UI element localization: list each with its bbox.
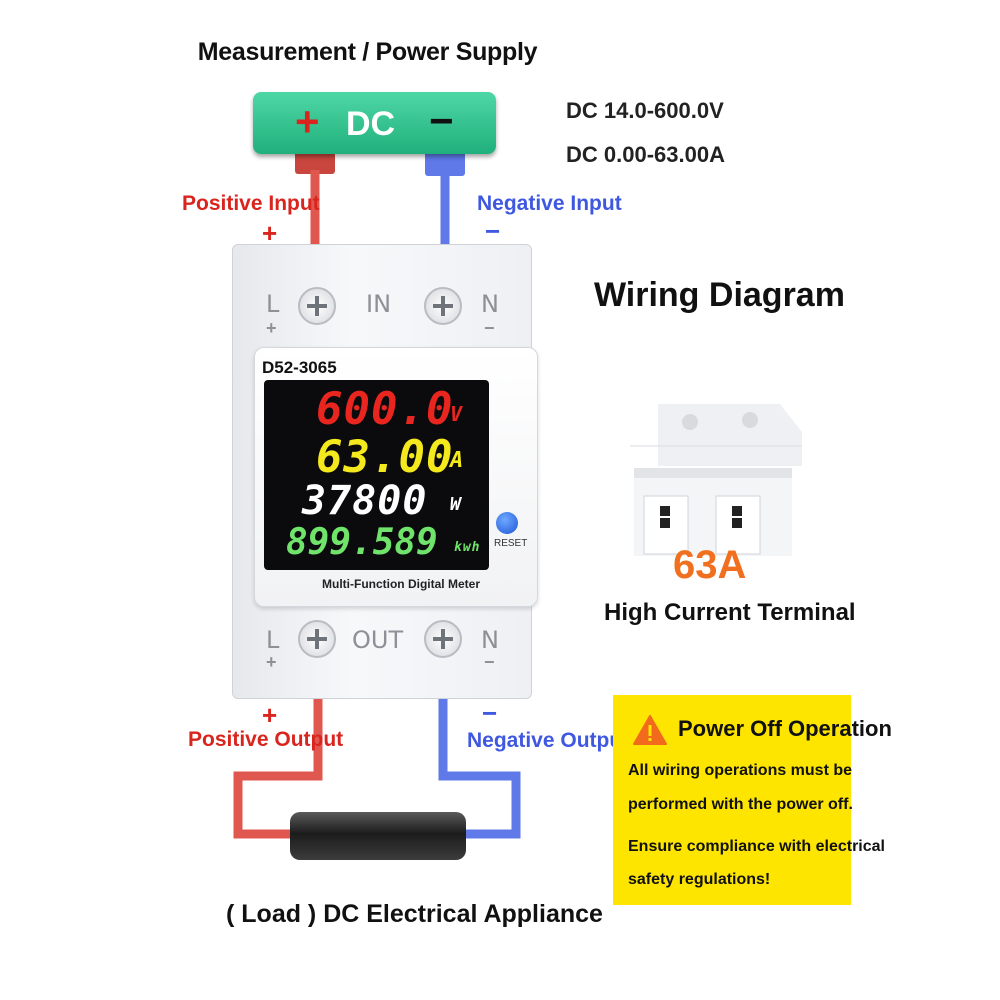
bottom-terminal-n-sign: − xyxy=(484,652,495,672)
terminal-rating: 63A xyxy=(673,543,747,587)
reset-button[interactable] xyxy=(496,512,518,534)
dc-label: DC xyxy=(346,105,396,143)
positive-input-sign: + xyxy=(262,218,278,248)
warning-title: Power Off Operation xyxy=(678,716,892,741)
warning-line-3: Ensure compliance with electrical xyxy=(628,838,885,855)
product-label: Multi-Function Digital Meter xyxy=(322,577,480,591)
negative-output-label: Negative Output xyxy=(467,729,630,752)
load-label: ( Load ) DC Electrical Appliance xyxy=(226,900,603,928)
load-appliance xyxy=(290,812,466,860)
positive-input-label: Positive Input xyxy=(182,192,320,215)
lcd-display: 600.0 V 63.00 A 37800 W 899.589 kwh xyxy=(264,380,489,570)
negative-output-sign: − xyxy=(482,698,498,728)
energy-reading: 899.589 xyxy=(286,522,438,563)
bottom-terminal-l: L xyxy=(266,626,280,654)
current-unit: A xyxy=(450,448,465,473)
current-reading: 63.00 xyxy=(316,432,454,483)
top-terminal-in: IN xyxy=(366,290,392,318)
bottom-terminal-n: N xyxy=(481,626,499,654)
bottom-terminal-out: OUT xyxy=(352,626,404,654)
bottom-right-screw-icon xyxy=(424,620,462,658)
dc-plus-sign: + xyxy=(295,98,320,145)
reset-label: RESET xyxy=(494,538,528,549)
positive-terminal-plug xyxy=(295,150,335,174)
top-terminal-l: L xyxy=(266,290,280,318)
top-terminal-n-sign: − xyxy=(484,318,495,338)
bottom-terminal-l-sign: + xyxy=(266,652,277,672)
positive-output-wire xyxy=(233,692,323,839)
positive-output-label: Positive Output xyxy=(188,728,344,751)
negative-input-label: Negative Input xyxy=(477,192,622,215)
terminal-caption: High Current Terminal xyxy=(604,599,856,626)
power-unit: W xyxy=(450,494,462,515)
warning-triangle-icon xyxy=(633,715,667,745)
positive-output-sign: + xyxy=(262,700,278,730)
dc-supply-box xyxy=(253,92,496,154)
negative-output-wire xyxy=(438,692,521,839)
high-current-terminal-image xyxy=(630,404,802,556)
top-terminal-l-sign: + xyxy=(266,318,277,338)
spec-voltage: DC 14.0-600.0V xyxy=(566,98,724,123)
negative-terminal-plug xyxy=(425,150,465,176)
voltage-unit: V xyxy=(450,402,464,426)
top-right-screw-icon xyxy=(424,287,462,325)
supply-title: Measurement / Power Supply xyxy=(197,38,538,66)
model-number: D52-3065 xyxy=(262,358,337,377)
top-left-screw-icon xyxy=(298,287,336,325)
voltage-reading: 600.0 xyxy=(316,384,454,435)
bottom-left-screw-icon xyxy=(298,620,336,658)
energy-unit: kwh xyxy=(454,540,481,555)
warning-line-1: All wiring operations must be xyxy=(628,762,853,779)
warning-line-2: performed with the power off. xyxy=(628,796,853,813)
top-terminal-n: N xyxy=(481,290,499,318)
spec-current: DC 0.00-63.00A xyxy=(566,142,725,167)
dc-minus-sign: − xyxy=(429,97,454,144)
wiring-diagram-title: Wiring Diagram xyxy=(594,276,845,314)
negative-input-sign: − xyxy=(485,216,501,246)
power-reading: 37800 xyxy=(302,478,428,524)
warning-line-4: safety regulations! xyxy=(628,871,771,888)
